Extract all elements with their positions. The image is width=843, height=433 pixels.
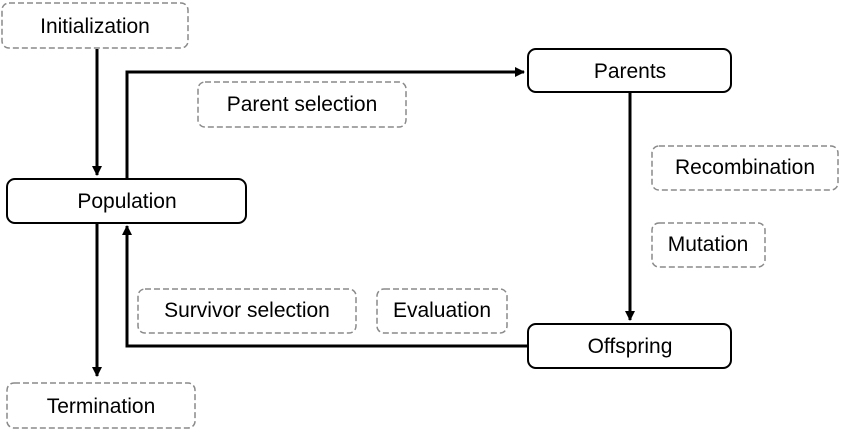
survivor-selection-label: Survivor selection [164,299,330,322]
initialization-label: Initialization [40,15,150,38]
evaluation-label: Evaluation [393,299,491,322]
mutation-box: Mutation [651,222,766,268]
parent-selection-box: Parent selection [197,81,407,128]
termination-label: Termination [47,395,156,418]
initialization-box: Initialization [1,2,189,49]
recombination-label: Recombination [675,156,815,179]
offspring-label: Offspring [588,335,673,358]
mutation-label: Mutation [668,233,749,256]
parents-label: Parents [594,60,666,83]
survivor-selection-box: Survivor selection [137,288,357,334]
recombination-box: Recombination [651,145,839,191]
population-node: Population [6,178,247,224]
parents-node: Parents [527,48,732,93]
population-label: Population [77,190,176,213]
offspring-node: Offspring [527,323,732,369]
evaluation-box: Evaluation [376,288,508,334]
termination-box: Termination [6,382,196,429]
arrow-population-to-parents [125,67,525,178]
parent-selection-label: Parent selection [227,93,378,116]
arrow-offspring-to-population [122,225,527,348]
